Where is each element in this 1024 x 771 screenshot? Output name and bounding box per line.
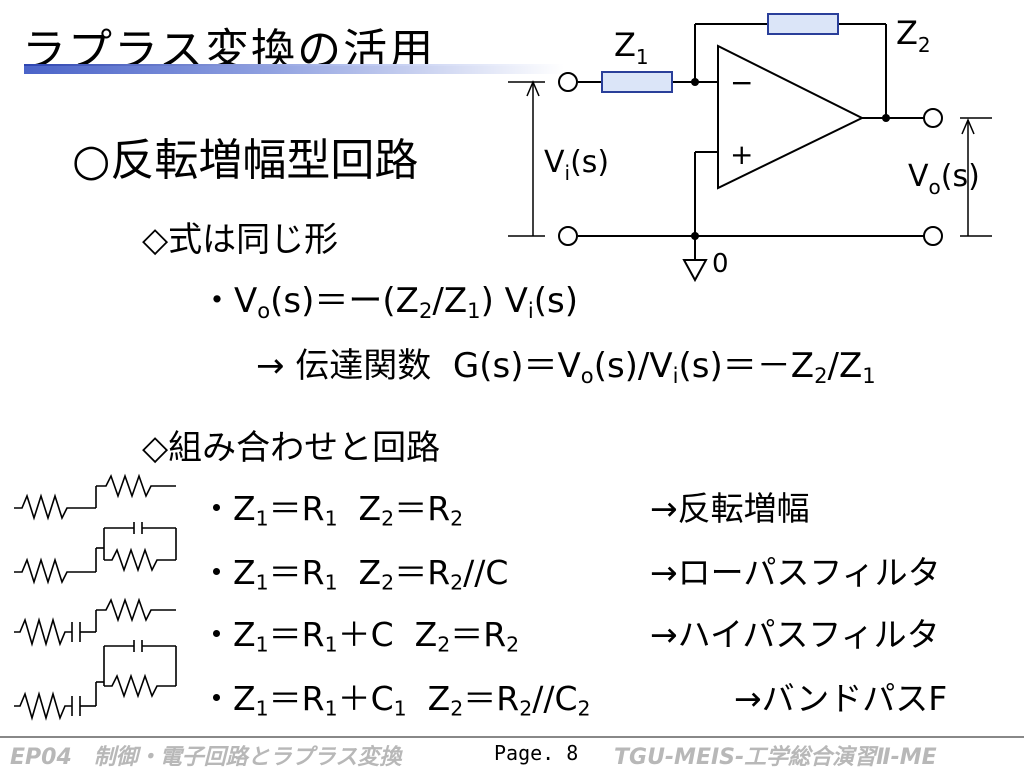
section-heading: ○反転増幅型回路: [72, 135, 419, 186]
terminal-output-bottom: [923, 226, 943, 246]
combination-schematics: [14, 473, 177, 721]
opamp-minus: −: [730, 66, 753, 99]
equation-vo: ・Vo(s)＝ー(Z2/Z1) Vi(s): [200, 281, 579, 323]
result-bandpass: →バンドパスF: [734, 679, 948, 718]
result-inverting: →反転増幅: [650, 489, 810, 528]
terminal-output-top: [923, 108, 943, 128]
combination-row-inverting: ・Z1＝R1 Z2＝R2: [200, 489, 464, 531]
label-z2: Z2: [896, 14, 931, 57]
terminal-input-top: [558, 72, 578, 92]
schematic-lowpass: [14, 522, 177, 585]
label-z1: Z1: [614, 26, 649, 69]
schematic-highpass: [14, 597, 176, 647]
footer-program: TGU-MEIS-工学総合演習Ⅱ-ME: [614, 745, 937, 770]
resistor-z1: [601, 71, 673, 93]
terminal-input-bottom: [558, 226, 578, 246]
combination-row-bandpass: ・Z1＝R1＋C1 Z2＝R2//C2: [200, 679, 591, 721]
opamp-symbol: [717, 44, 865, 190]
result-lowpass: →ローパスフィルタ: [650, 553, 941, 592]
footer-page-number: Page. 8: [494, 741, 579, 765]
result-highpass: →ハイパスフィルタ: [650, 615, 940, 654]
section-formula-heading: ◇式は同じ形: [142, 220, 339, 260]
combination-row-highpass: ・Z1＝R1＋C Z2＝R2: [200, 615, 520, 657]
schematic-inverting: [14, 473, 176, 521]
schematic-bandpass: [14, 640, 177, 721]
title-underline-top: [24, 64, 564, 66]
title-underline: [24, 66, 564, 74]
label-ground: 0: [712, 249, 729, 279]
ground-symbol: [682, 259, 708, 283]
equation-transfer-function: → 伝達関数 G(s)＝Vo(s)/Vi(s)＝－Z2/Z1: [256, 346, 876, 388]
inverting-amplifier-circuit: − + Z1 Z2 Vi(s) Vo(s) 0: [508, 13, 992, 283]
combination-row-lowpass: ・Z1＝R1 Z2＝R2//C: [200, 553, 509, 595]
section-combination-heading: ◇組み合わせと回路: [142, 428, 441, 468]
resistor-z2: [767, 13, 839, 35]
footer-divider: [0, 736, 1024, 738]
label-vi: Vi(s): [544, 145, 609, 185]
opamp-plus: +: [730, 138, 753, 171]
footer-course: EP04 制御・電子回路とラプラス変換: [10, 745, 402, 770]
label-vo: Vo(s): [908, 159, 980, 199]
